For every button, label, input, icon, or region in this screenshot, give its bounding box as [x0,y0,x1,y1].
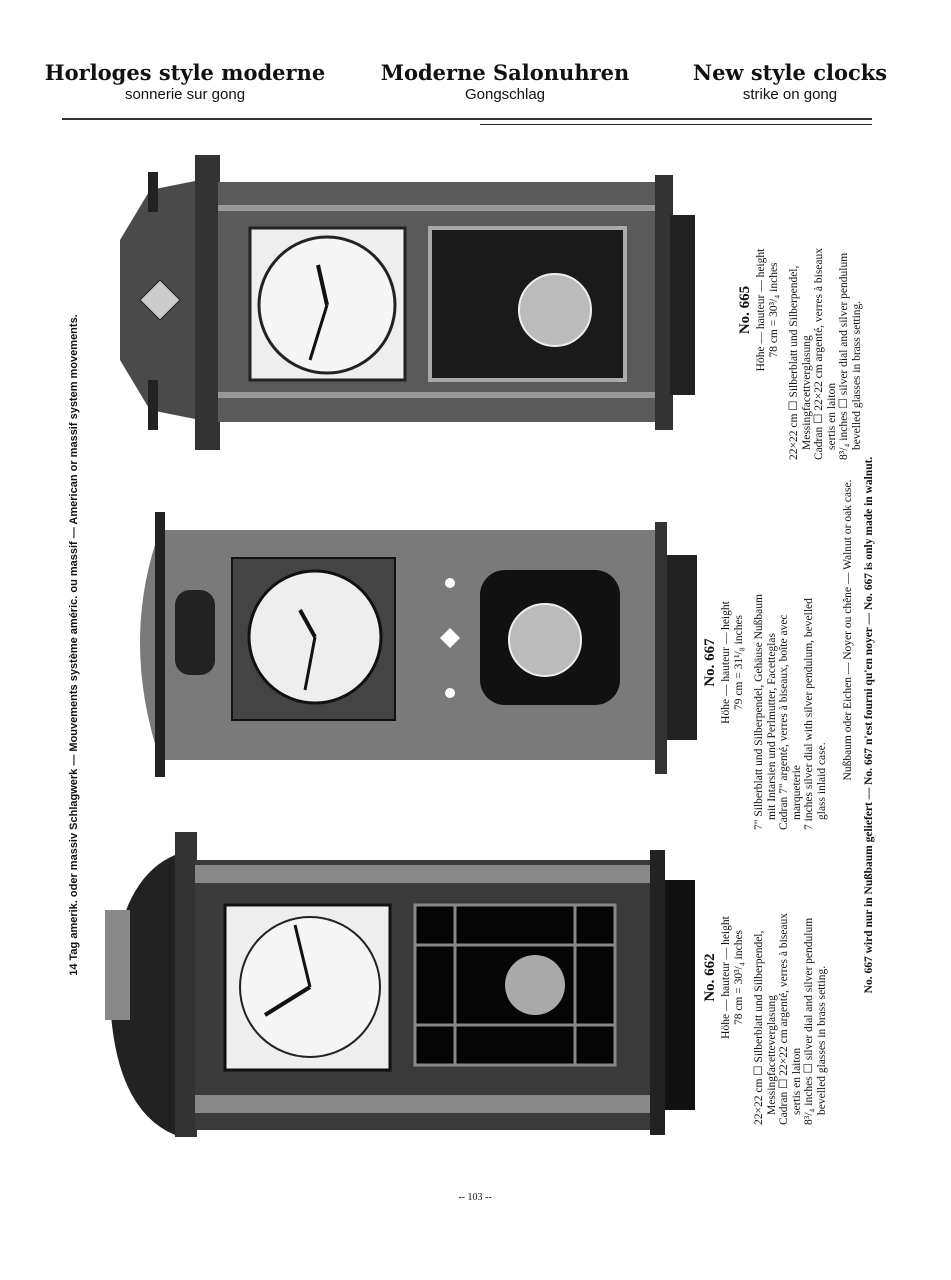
spec-line: bevelled glasses in brass setting. [850,300,863,450]
header-french-subtitle: sonnerie sur gong [124,86,246,103]
header-french-title: Horloges style moderne [44,60,326,85]
spec-line: 8³/₄ inches ☐ silver dial and silver pen… [838,252,850,460]
spec-line: sertis en laiton [825,382,838,450]
header-english-title: New style clocks [692,60,888,85]
clock-667-height-value: 79 cm = 31¹/₈ inches [732,614,745,711]
clock-667-number: No. 667 [702,638,718,687]
clock-662-number: No. 662 [702,953,718,1002]
spec-line: Messingfacetteverglasung [765,995,778,1115]
spec-line: 22×22 cm ☐ Silberblatt und Silberpendel, [753,930,765,1125]
header-rule [62,118,872,120]
clock-662-height-label: Höhe — hauteur — height [720,916,732,1039]
page-number: -- 103 -- [458,1192,492,1203]
spec-line: Cadran ☐ 22×22 cm argenté, verres à bise… [778,912,790,1125]
wood-note: Nußbaum oder Eichen — Noyer ou chêne — W… [842,479,854,781]
spec-line: 8³/₄ inches ☐ silver dial and silver pen… [803,917,815,1125]
clock-665-height-label: Höhe — hauteur — height [755,248,767,372]
spec-line: bevelled glasses in brass setting. [815,965,828,1115]
spec-line: 22×22 cm ☐ Silberblatt und Silberpendel, [788,265,800,460]
spec-line: 7" Silberblatt und Silberpendel, Gehäuse… [753,594,765,830]
clock-667-height-label: Höhe — hauteur — height [720,601,732,724]
header-german-title: Moderne Salonuhren [380,60,630,85]
clock-665-height-value: 78 cm = 30³/₄ inches [767,262,780,358]
spec-line: Cadran 7" argenté, verres à biseaux, boî… [778,614,790,830]
spec-line: glass inlaid case. [815,742,828,820]
clock-665-illustration [120,155,695,450]
rotated-content: 14 Tag amerik. oder massiv Schlagwerk — … [60,130,900,1160]
spec-line: 7 inches silver dial with silver pendulu… [803,598,815,830]
header-rule-thin [480,124,872,125]
header-english: New style clocks strike on gong [660,60,920,104]
spec-line: mit Intarsien und Perlmutter, Facettegla… [765,632,778,820]
walnut-note: No. 667 wird nur in Nußbaum geliefert — … [863,456,875,994]
spec-line: marqueterie [790,765,803,820]
clock-662-illustration [105,832,695,1137]
movements-heading: 14 Tag amerik. oder massiv Schlagwerk — … [68,314,80,976]
header-english-subtitle: strike on gong [742,86,838,103]
spec-line: Cadran ☐ 22×22 cm argenté, verres à bise… [813,247,825,460]
header-german: Moderne Salonuhren Gongschlag [360,60,650,104]
clock-665-description: No. 665 Höhe — hauteur — height 78 cm = … [735,160,863,460]
spec-line: sertis en laiton [790,1047,803,1115]
clock-662-description: No. 662 Höhe — hauteur — height 78 cm = … [700,830,828,1125]
clock-667-description: No. 667 Höhe — hauteur — height 79 cm = … [700,495,828,830]
clock-662-height-value: 78 cm = 30³/₄ inches [732,929,745,1026]
header-german-subtitle: Gongschlag [464,86,546,103]
header-french: Horloges style moderne sonnerie sur gong [40,60,330,104]
clock-667-illustration [140,512,697,777]
spec-line: Messingfacettverglasung [800,335,813,450]
clock-665-number: No. 665 [737,285,753,335]
